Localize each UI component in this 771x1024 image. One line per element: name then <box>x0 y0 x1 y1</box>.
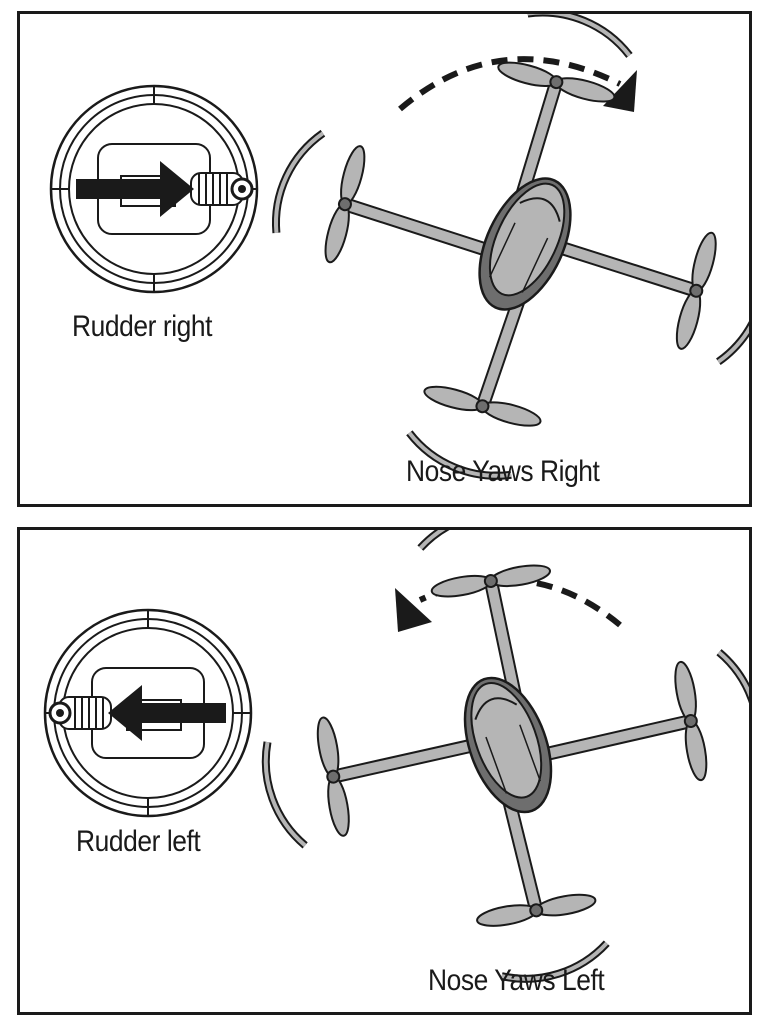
rudder-left-diagram <box>43 530 749 983</box>
stick-caption: Rudder right <box>72 310 213 343</box>
stick-spring <box>48 696 112 730</box>
stick-spring <box>190 172 254 206</box>
drone-yaw-right <box>271 14 749 480</box>
rudder-left-panel: Rudder left Nose Yaws Left <box>17 527 752 1015</box>
motion-caption: Nose Yaws Left <box>428 964 605 997</box>
drone-yaw-left <box>261 530 749 983</box>
stick-caption: Rudder left <box>76 825 201 858</box>
control-stick-gimbal <box>49 84 259 294</box>
yaw-right-arrow-icon <box>398 56 637 112</box>
rudder-right-diagram <box>49 14 749 480</box>
yaw-left-arrow-icon <box>395 577 622 632</box>
rudder-right-panel: Rudder right Nose Yaws Right <box>17 11 752 507</box>
arrow-right-icon <box>76 161 194 217</box>
control-stick-gimbal <box>43 608 253 818</box>
arrow-left-icon <box>108 685 226 741</box>
motion-caption: Nose Yaws Right <box>406 455 600 488</box>
